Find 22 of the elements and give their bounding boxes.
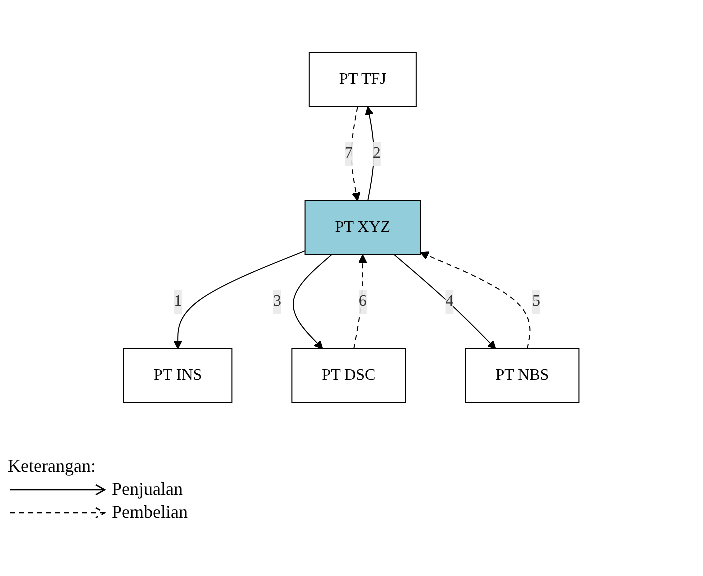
arrow xyxy=(353,254,368,350)
arrow xyxy=(394,254,496,350)
node-box: PT NBS xyxy=(465,348,580,404)
arrow xyxy=(174,250,306,350)
legend-text: Penjualan xyxy=(112,479,183,500)
edge-label: 7 xyxy=(344,145,353,162)
legend-text: Pembelian xyxy=(112,502,188,523)
edge-label: 1 xyxy=(174,293,182,310)
legend-heading: Keterangan: xyxy=(8,456,97,477)
node-box: PT DSC xyxy=(292,348,406,404)
edge-label: 3 xyxy=(273,293,282,310)
arrow xyxy=(292,254,332,350)
node-box: PT XYZ xyxy=(304,200,421,256)
arrow xyxy=(420,252,531,350)
edge-label: 4 xyxy=(446,293,454,310)
edge-label: 5 xyxy=(532,293,540,310)
node-box: PT TFJ xyxy=(308,52,417,108)
edge-label: 2 xyxy=(372,145,381,162)
node-box: PT INS xyxy=(123,348,233,404)
arrow xyxy=(365,106,374,202)
arrow xyxy=(351,106,361,202)
edge-label: 6 xyxy=(358,293,367,310)
